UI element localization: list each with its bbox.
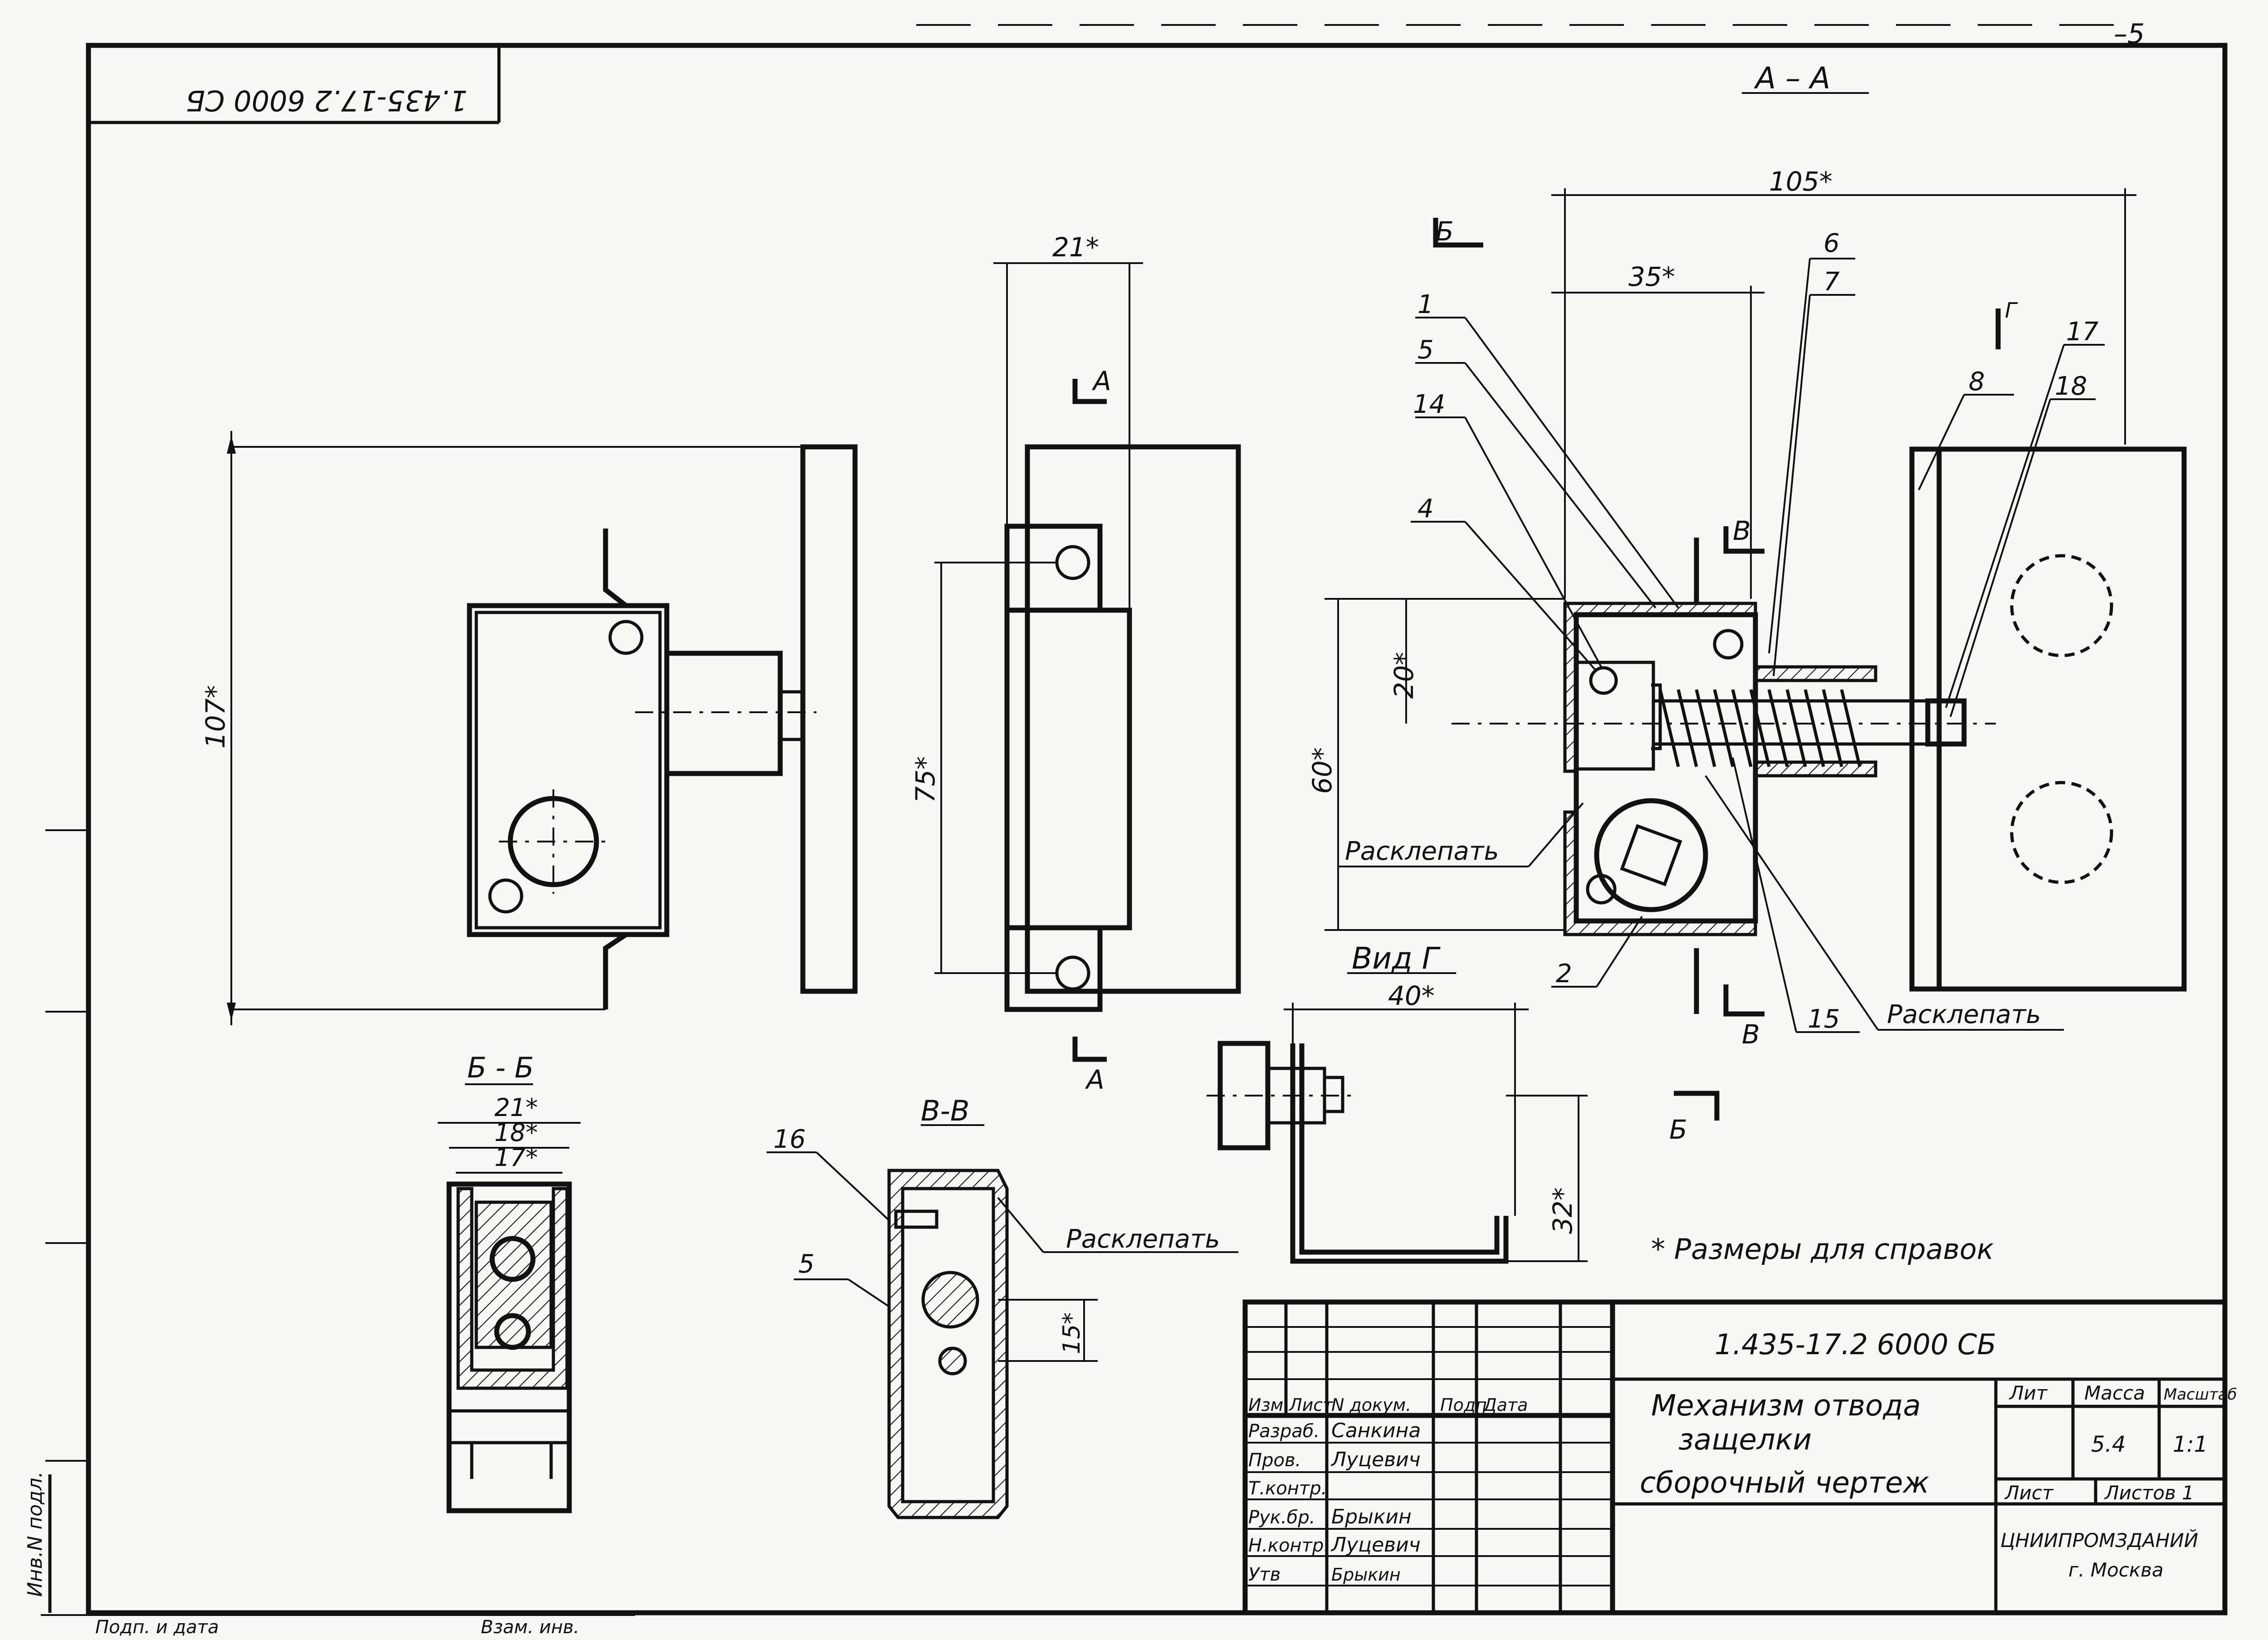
dim-17: 17* — [494, 1143, 538, 1172]
tb-name-6: Брыкин — [1331, 1565, 1401, 1585]
callout-5-vv: 5 — [798, 1249, 815, 1279]
dim-20: 20* — [1388, 652, 1419, 699]
tb-name-2: Луцевич — [1330, 1448, 1421, 1471]
tb-role-6: Утв — [1248, 1564, 1281, 1585]
view-g-title: Вид Г — [1352, 941, 1441, 976]
tb-scale-label: Масштаб — [2164, 1385, 2237, 1404]
tb-org-2: г. Москва — [2068, 1559, 2164, 1581]
tb-name-4: Брыкин — [1331, 1505, 1412, 1528]
tb-col-date: Дата — [1482, 1395, 1528, 1415]
section-marker-a-top: А — [1091, 366, 1111, 397]
dim-18: 18* — [494, 1118, 538, 1147]
tb-col-doc: N докум. — [1331, 1395, 1411, 1415]
marker-b-top: Б — [1436, 216, 1454, 247]
section-marker-a-bottom: А — [1085, 1064, 1105, 1095]
section-aa — [1325, 92, 2187, 1121]
marker-b-bottom: Б — [1669, 1114, 1687, 1145]
tb-role-4: Рук.бр. — [1248, 1507, 1315, 1528]
tb-title-1: Механизм отвода — [1651, 1389, 1921, 1423]
reference-dimensions-note: * Размеры для справок — [1651, 1233, 1994, 1266]
corner-mark: –5 — [2114, 18, 2145, 50]
dim-105: 105* — [1769, 166, 1833, 197]
tb-scale-value: 1:1 — [2173, 1432, 2208, 1457]
section-aa-title: А – А — [1754, 61, 1830, 96]
mirrored-stamp-code: 1.435-17.2 6000 СБ — [186, 84, 468, 117]
tb-role-5: Н.контр. — [1248, 1535, 1330, 1556]
tb-name-1: Санкина — [1331, 1419, 1421, 1442]
callout-16: 16 — [773, 1125, 806, 1154]
tb-col-izm: Изм — [1248, 1395, 1283, 1415]
tb-code: 1.435-17.2 6000 СБ — [1715, 1328, 1996, 1361]
dim-75: 75* — [910, 756, 941, 803]
tb-role-2: Пров. — [1248, 1450, 1301, 1471]
callout-7: 7 — [1823, 267, 1840, 297]
tb-org-1: ЦНИИПРОМЗДАНИЙ — [2000, 1529, 2198, 1552]
section-vv — [767, 1124, 1238, 1519]
callout-8: 8 — [1969, 367, 1985, 397]
callout-18: 18 — [2055, 372, 2087, 401]
section-bb — [438, 1083, 581, 1513]
dim-15: 15* — [1058, 1312, 1085, 1354]
callout-leaders — [1338, 258, 2105, 1033]
tb-col-sign: Подп — [1440, 1395, 1487, 1415]
tb-sheets-label: Листов 1 — [2104, 1482, 2194, 1504]
marker-v-top: В — [1733, 515, 1751, 546]
rivet-note-vv: Расклепать — [1066, 1224, 1220, 1254]
tb-sheet-label: Лист — [2004, 1482, 2054, 1504]
tb-name-5: Луцевич — [1330, 1533, 1421, 1557]
callout-14: 14 — [1413, 390, 1445, 419]
callout-2: 2 — [1556, 959, 1572, 989]
dim-21-bb: 21* — [494, 1093, 538, 1122]
section-bb-title: Б - Б — [467, 1051, 534, 1084]
sheet-frame — [86, 24, 2228, 1616]
bottom-stamp-sign-date: Подп. и дата — [95, 1617, 219, 1638]
tb-mass-value: 5.4 — [2091, 1432, 2126, 1457]
tb-role-3: Т.контр. — [1248, 1478, 1327, 1499]
dim-35: 35* — [1628, 261, 1675, 292]
dim-40: 40* — [1388, 980, 1435, 1011]
tb-title-2: защелки — [1678, 1423, 1812, 1457]
callout-6: 6 — [1823, 229, 1840, 258]
view-g — [1207, 972, 1588, 1264]
bottom-stamp-inv: Взам. инв. — [481, 1617, 579, 1638]
callout-1: 1 — [1418, 290, 1434, 319]
rivet-note-right: Расклепать — [1887, 1000, 2041, 1029]
dim-107: 107* — [200, 685, 231, 749]
tb-lit-label: Лит — [2009, 1382, 2048, 1404]
side-view — [934, 262, 1241, 1062]
callout-4: 4 — [1418, 494, 1434, 524]
tb-role-1: Разраб. — [1248, 1421, 1320, 1442]
marker-v-bottom: В — [1742, 1019, 1760, 1050]
title-block — [1242, 1299, 2228, 1616]
marker-g: Г — [2005, 298, 2018, 323]
callout-15: 15 — [1808, 1004, 1840, 1034]
spring — [1658, 689, 1862, 767]
left-margin-stamp — [45, 829, 88, 1613]
callout-5: 5 — [1418, 335, 1434, 365]
tb-mass-label: Масса — [2084, 1382, 2145, 1404]
dim-21-top: 21* — [1052, 232, 1099, 263]
section-vv-title: В-В — [921, 1094, 969, 1127]
dim-32: 32* — [1547, 1187, 1578, 1234]
callout-17: 17 — [2066, 317, 2099, 347]
tb-title-3: сборочный чертеж — [1640, 1466, 1929, 1500]
front-view — [227, 431, 858, 1025]
rivet-note-left: Расклепать — [1345, 837, 1499, 866]
dim-60: 60* — [1307, 747, 1338, 794]
side-stamp-label: Инв.N подл. — [24, 1471, 47, 1597]
tb-col-list: Лист — [1288, 1395, 1334, 1415]
